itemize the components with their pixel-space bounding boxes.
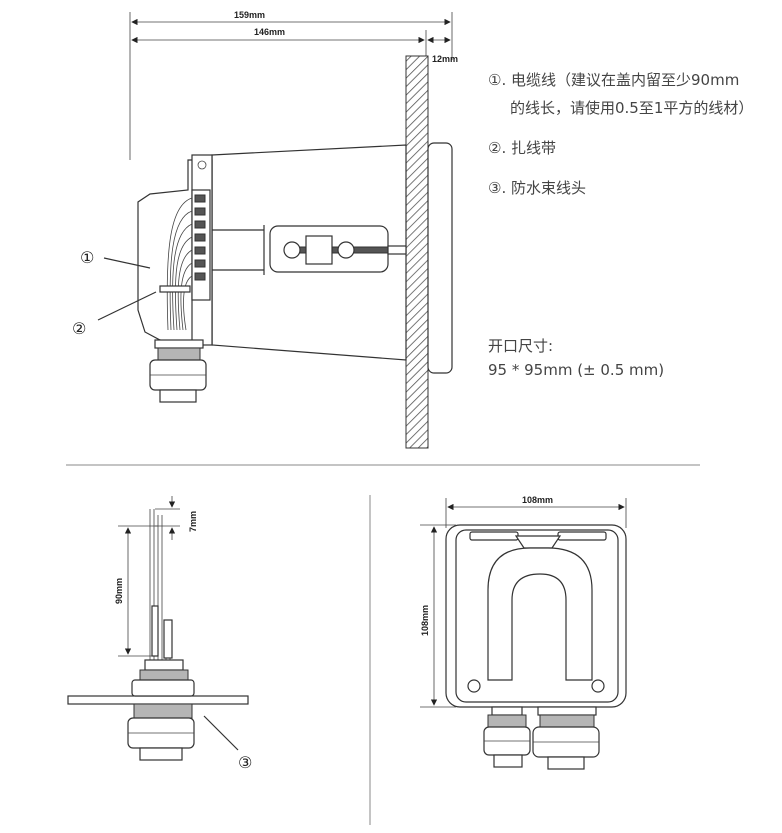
mounting-panel (405, 55, 429, 449)
legend-item-1-text-cont: 的线长，请使用0.5至1平方的线材） (510, 99, 754, 117)
dim-label-146: 146mm (254, 27, 285, 37)
legend-item-2-num: ②. (488, 139, 507, 157)
dim-label-108-width: 108mm (522, 495, 553, 505)
dimension-159: 159mm (129, 10, 453, 160)
u-bracket (487, 547, 593, 681)
rear-gland-left (483, 706, 531, 768)
rear-gland-right (532, 706, 600, 770)
panel-plate (67, 695, 249, 705)
callout-1: ① (80, 248, 94, 267)
legend-item-1: ①. 电缆线（建议在盖内留至少90mm (488, 66, 778, 94)
legend-item-1-text: 电缆线（建议在盖内留至少90mm (511, 71, 740, 89)
callout-3: ③ (238, 753, 252, 772)
legend: ①. 电缆线（建议在盖内留至少90mm 的线长，请使用0.5至1平方的线材） ②… (488, 66, 778, 202)
side-view: 159mm 146mm 12mm (72, 10, 458, 449)
rear-view: 108mm 108mm (420, 495, 627, 770)
legend-item-2-text: 扎线带 (511, 139, 557, 157)
dim-label-108-height: 108mm (420, 605, 430, 636)
cutout-spec: 开口尺寸: 95 * 95mm (± 0.5 mm) (488, 334, 778, 382)
cutout-value: 95 * 95mm (± 0.5 mm) (488, 361, 665, 379)
legend-item-3-num: ③. (488, 179, 507, 197)
cutout-label: 开口尺寸: (488, 337, 554, 355)
legend-item-1-num: ①. (488, 71, 507, 89)
legend-item-3-text: 防水束线头 (511, 179, 587, 197)
legend-item-3: ③. 防水束线头 (488, 174, 778, 202)
dimension-146: 146mm (131, 27, 427, 62)
cable-tie (159, 285, 191, 293)
cable-bundle (159, 197, 193, 331)
dim-label-12: 12mm (432, 54, 458, 64)
dim-label-90: 90mm (114, 578, 124, 604)
cable-gland-side (149, 339, 207, 403)
legend-item-2: ②. 扎线带 (488, 134, 778, 162)
legend-item-1-cont: 的线长，请使用0.5至1平方的线材） (488, 94, 778, 122)
dim-label-7: 7mm (188, 511, 198, 532)
dimension-12: 12mm (427, 36, 458, 64)
terminal-block (191, 189, 211, 301)
dim-label-159: 159mm (234, 10, 265, 20)
gland-view: 7mm 90mm ③ (67, 496, 252, 772)
front-bezel (427, 142, 453, 374)
callout-2: ② (72, 319, 86, 338)
